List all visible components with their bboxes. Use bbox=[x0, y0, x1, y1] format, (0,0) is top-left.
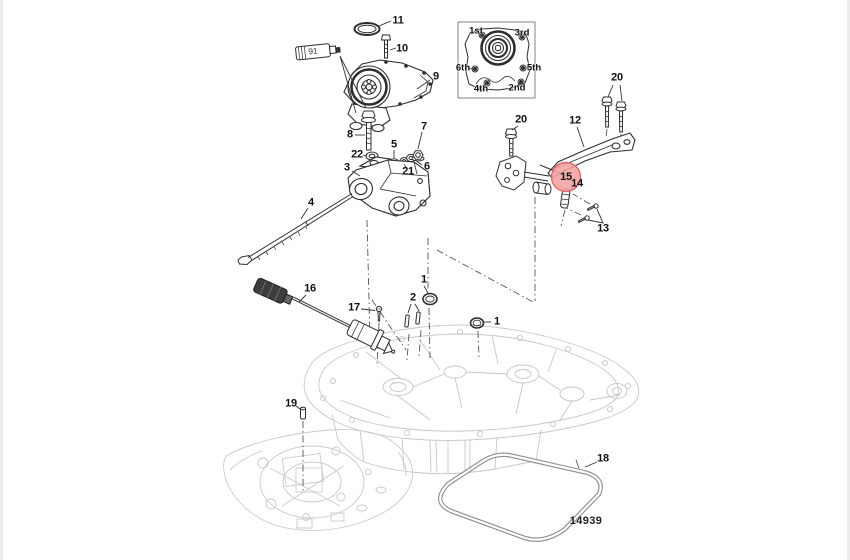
torque-seq-label-4th: 4th bbox=[473, 83, 489, 95]
callout-2-13[interactable]: 2 bbox=[410, 291, 416, 304]
callout-21-7[interactable]: 21 bbox=[402, 165, 414, 178]
detent-14-art bbox=[560, 188, 571, 209]
dowel-pins-2-art bbox=[404, 311, 421, 328]
callout-17-12[interactable]: 17 bbox=[348, 301, 360, 314]
callout-12-17[interactable]: 12 bbox=[569, 114, 581, 127]
bolts-20-right-art bbox=[601, 96, 627, 133]
callout-1-15[interactable]: 1 bbox=[494, 315, 500, 328]
callout-13-20[interactable]: 13 bbox=[597, 222, 609, 235]
callout-18-22[interactable]: 18 bbox=[597, 452, 609, 465]
torque-sequence-inset bbox=[457, 21, 536, 99]
bolt-20-left-art bbox=[504, 128, 518, 157]
callout-7-5[interactable]: 7 bbox=[421, 120, 427, 133]
callout-11-0[interactable]: 11 bbox=[392, 14, 404, 27]
torque-seq-label-2nd: 2nd bbox=[508, 82, 526, 94]
sealant-code-label: 91 bbox=[307, 45, 319, 57]
callout-22-4[interactable]: 22 bbox=[351, 148, 363, 161]
callout-4-10[interactable]: 4 bbox=[308, 196, 314, 209]
callout-16-11[interactable]: 16 bbox=[304, 282, 316, 295]
screws-13-art bbox=[577, 203, 599, 224]
highlight-circle[interactable] bbox=[550, 161, 582, 193]
highlighted-callout-15[interactable]: 15 bbox=[560, 171, 572, 183]
torque-seq-label-5th: 5th bbox=[526, 62, 542, 74]
callout-8-3[interactable]: 8 bbox=[347, 128, 353, 141]
callout-5-6[interactable]: 5 bbox=[391, 138, 397, 151]
torque-seq-label-3rd: 3rd bbox=[514, 27, 530, 39]
torque-seq-label-1st: 1st bbox=[469, 25, 483, 37]
shift-linkage-art bbox=[495, 155, 552, 195]
pin-19-art bbox=[300, 406, 306, 420]
callout-19-21[interactable]: 19 bbox=[285, 397, 297, 410]
callout-6-8[interactable]: 6 bbox=[424, 160, 430, 173]
oring-11-art bbox=[353, 22, 381, 36]
shift-bracket-3-art bbox=[347, 156, 431, 217]
callout-3-9[interactable]: 3 bbox=[344, 161, 350, 174]
callout-14-19[interactable]: 14 bbox=[571, 177, 583, 190]
bolt-8-art bbox=[361, 110, 376, 151]
callout-10-1[interactable]: 10 bbox=[396, 42, 408, 55]
lower-housing-art bbox=[223, 429, 414, 531]
part-code-label: 14939 bbox=[569, 515, 603, 527]
callout-20-18[interactable]: 20 bbox=[611, 71, 623, 84]
centerlines bbox=[302, 128, 622, 492]
screw-17-art bbox=[375, 305, 383, 322]
callout-9-2[interactable]: 9 bbox=[433, 70, 439, 83]
sealant-tube-art bbox=[295, 43, 341, 61]
bolt-10-art bbox=[380, 34, 392, 59]
torque-seq-label-6th: 6th bbox=[455, 62, 471, 74]
inset-bolts bbox=[471, 31, 527, 87]
sensor-16-art bbox=[253, 277, 396, 355]
callout-1-14[interactable]: 1 bbox=[421, 273, 427, 286]
left-edge bbox=[0, 0, 3, 560]
orings-1-art bbox=[422, 292, 485, 329]
adapter-plate-art bbox=[303, 324, 640, 475]
leader-lines bbox=[295, 20, 623, 468]
callout-20-16[interactable]: 20 bbox=[515, 113, 527, 126]
right-edge bbox=[847, 0, 850, 560]
gasket-art bbox=[438, 452, 603, 542]
bolt-4-art bbox=[237, 193, 354, 266]
